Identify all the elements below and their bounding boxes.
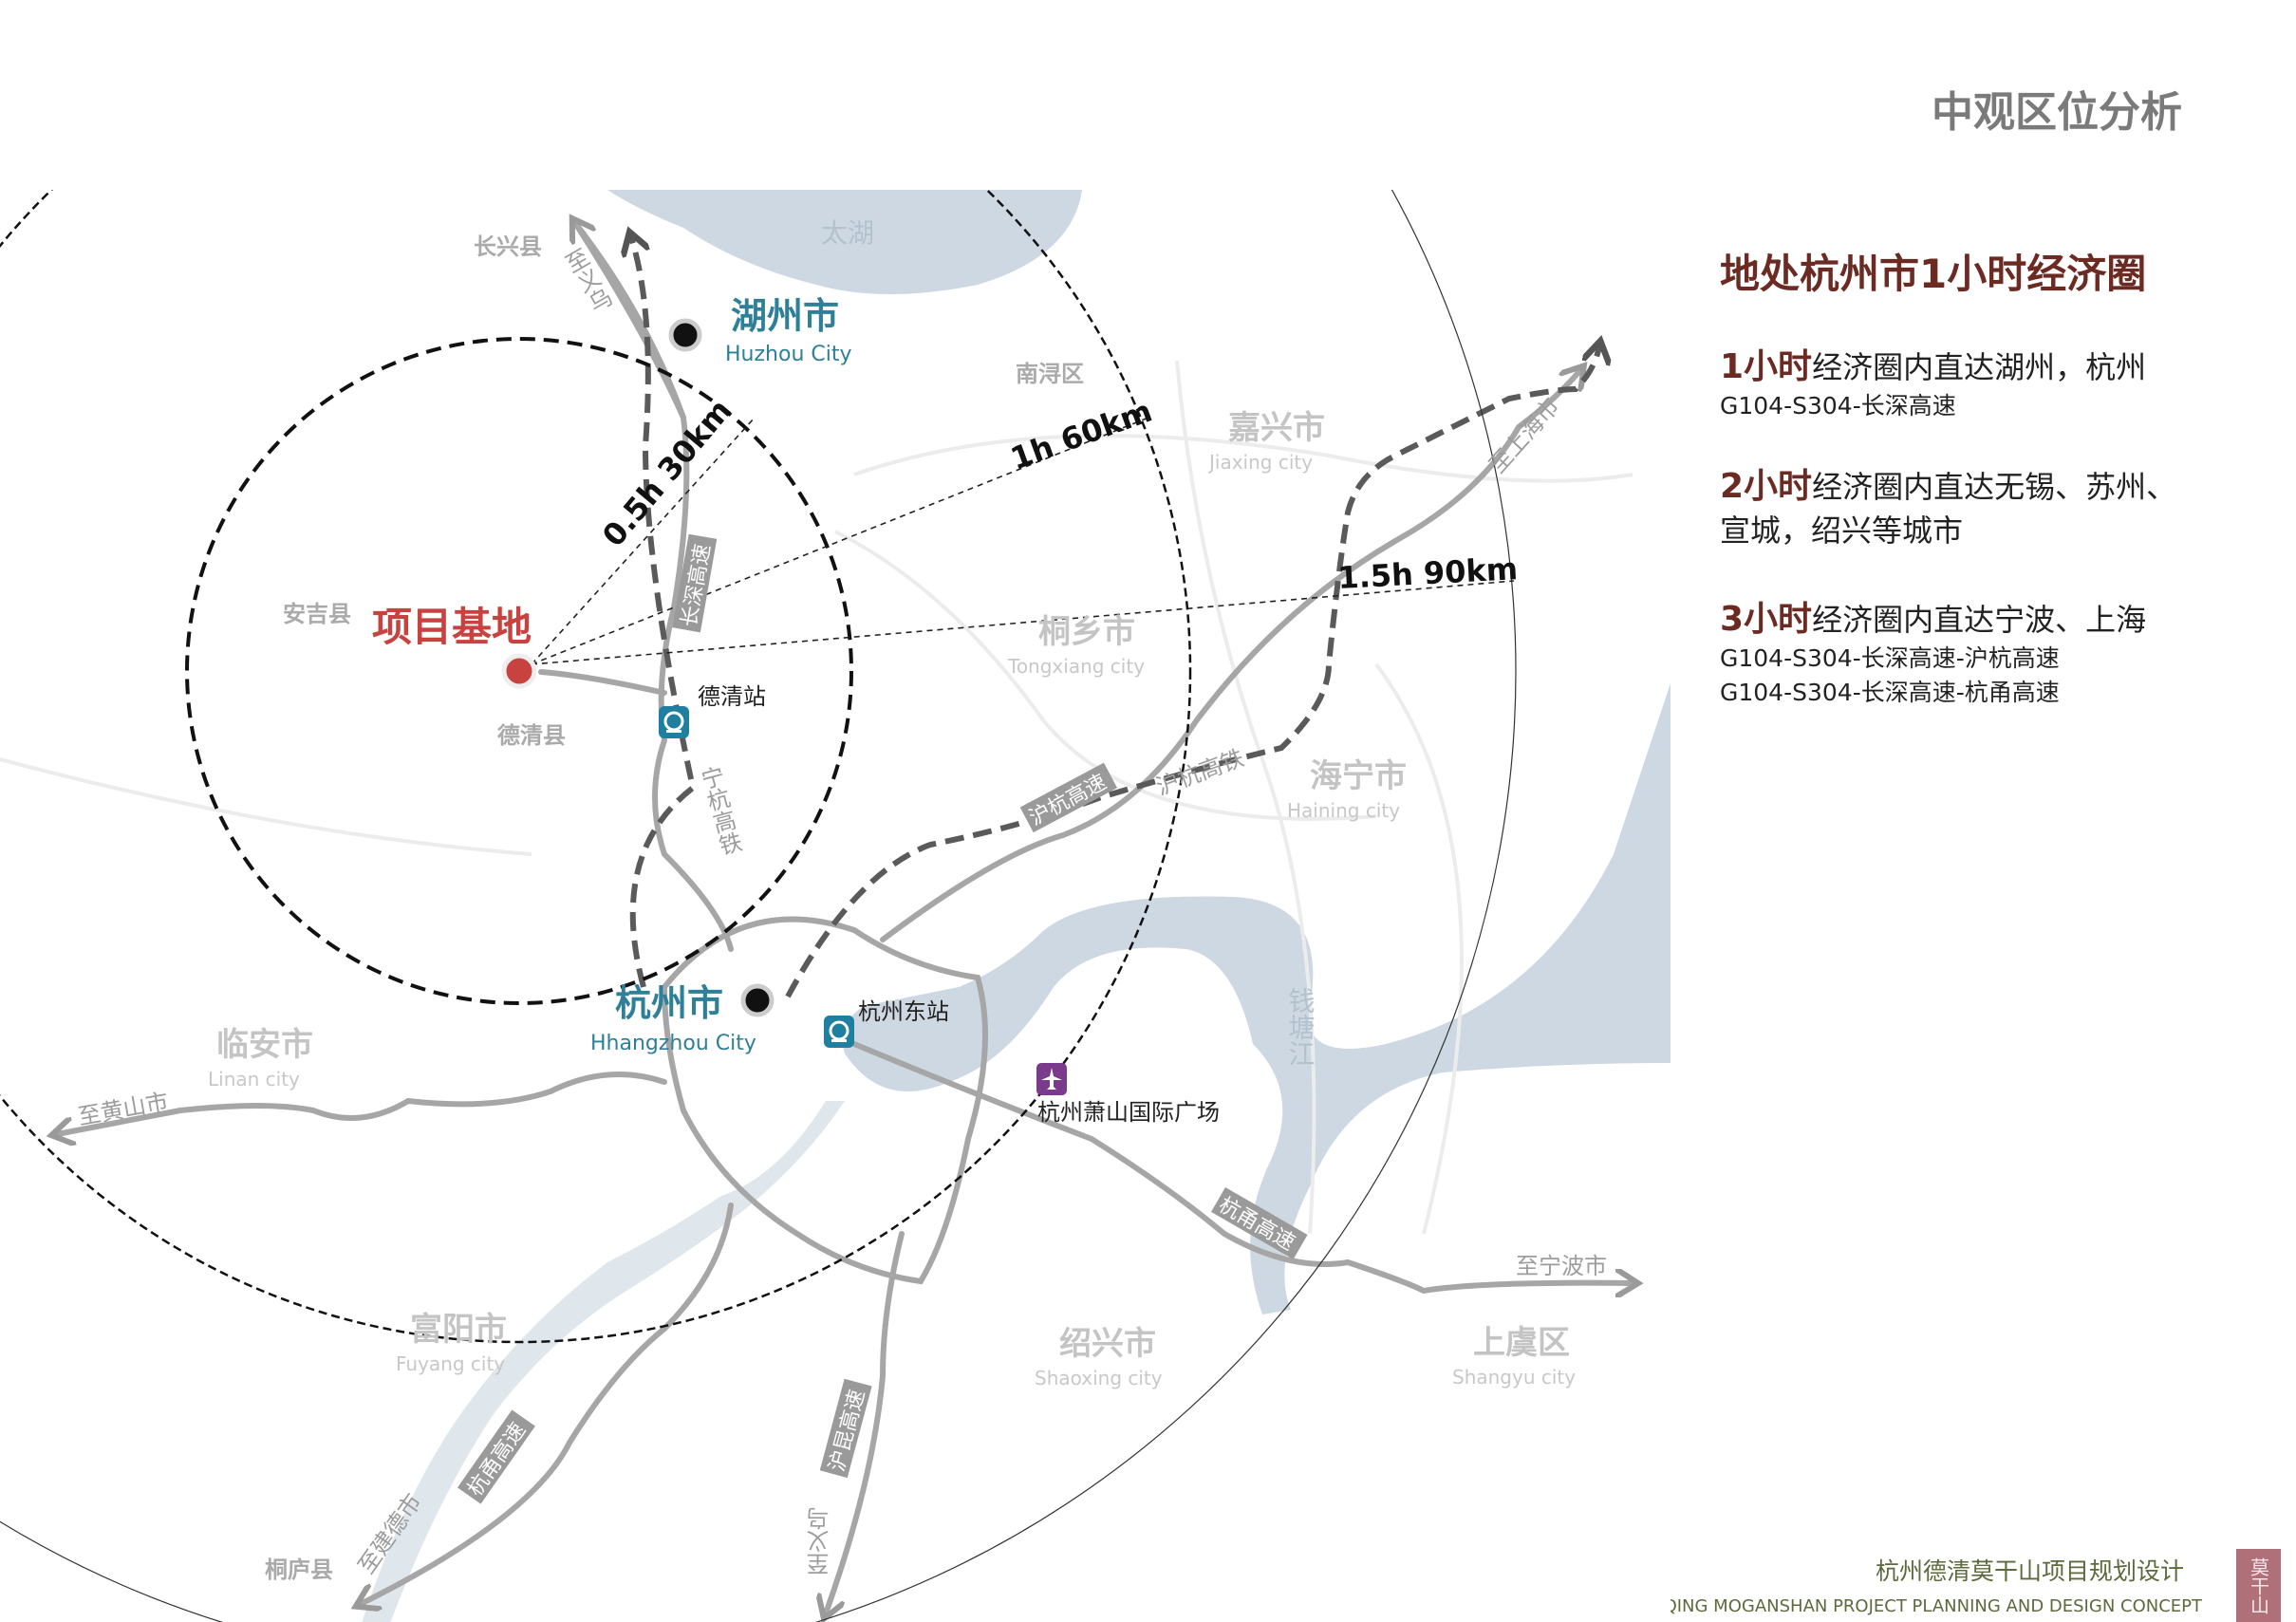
- page-title: 中观区位分析: [1932, 88, 2182, 137]
- footer-title-cn: 杭州德清莫干山项目规划设计: [1875, 1557, 2184, 1585]
- hukun-highway: [826, 1231, 905, 1613]
- ninghang-railway: [631, 237, 697, 988]
- panel-heading: 地处杭州市1小时经济圈: [1720, 251, 2147, 297]
- item-sub: G104-S304-长深高速: [1720, 392, 1956, 419]
- seal-logo: 莫干山: [2236, 1549, 2281, 1622]
- info-item-1h: 1小时经济圈内直达湖州，杭州 G104-S304-长深高速: [1720, 345, 2251, 423]
- item-highlight: 3小时: [1720, 600, 1813, 639]
- label-jiaxing-en: Jiaxing city: [1207, 451, 1313, 474]
- label-deqing-station: 德清站: [698, 683, 766, 710]
- minor-roads: [0, 360, 1633, 1235]
- ring-15h: [0, 190, 1517, 1622]
- label-fuyang: 富阳市: [410, 1311, 507, 1349]
- label-changxing: 长兴县: [474, 233, 542, 260]
- radius-line-1h: [531, 417, 1149, 665]
- railway-station-icon: [824, 1016, 854, 1048]
- info-item-3h: 3小时经济圈内直达宁波、上海 G104-S304-长深高速-沪杭高速 G104-…: [1720, 598, 2251, 710]
- fuchun-river: [362, 1101, 845, 1622]
- item-highlight: 2小时: [1720, 467, 1813, 506]
- huzhou-dot: [668, 318, 702, 352]
- item-sub: G104-S304-长深高速-沪杭高速: [1720, 644, 2060, 672]
- huhang-railway: [785, 346, 1599, 998]
- label-nanxun: 南浔区: [1016, 361, 1084, 387]
- footer-title-en: HANGZHOU DEQING MOGANSHAN PROJECT PLANNI…: [1671, 1596, 2202, 1616]
- footer-title-en-wrap: HANGZHOU DEQING MOGANSHAN PROJECT PLANNI…: [1671, 1589, 2202, 1622]
- label-jiaxing: 嘉兴市: [1228, 409, 1325, 447]
- label-taihu: 太湖: [821, 217, 874, 249]
- label-linan: 临安市: [216, 1026, 313, 1064]
- item-text-2: 宣城，绍兴等城市: [1720, 513, 1964, 549]
- qiantang-river: [842, 683, 1671, 1314]
- label-to-ningbo: 至宁波市: [1516, 1253, 1607, 1279]
- label-project-site: 项目基地: [372, 604, 532, 650]
- project-site-marker: [501, 653, 537, 689]
- item-text: 经济圈内直达宁波、上海: [1812, 602, 2147, 638]
- hangzhou-ring: [661, 916, 988, 1285]
- label-linan-en: Linan city: [208, 1068, 300, 1091]
- info-panel: 地处杭州市1小时经济圈 1小时经济圈内直达湖州，杭州 G104-S304-长深高…: [1720, 242, 2251, 752]
- taihu-lake: [607, 190, 1082, 294]
- hushang-highway: [880, 370, 1580, 942]
- hangyong-highway: [851, 1041, 1633, 1291]
- label-haining: 海宁市: [1310, 757, 1407, 795]
- project-link-road: [538, 669, 667, 696]
- label-tongxiang: 桐乡市: [1038, 613, 1135, 651]
- item-highlight: 1小时: [1720, 347, 1813, 386]
- label-deqing-county: 德清县: [497, 722, 566, 749]
- label-fuyang-en: Fuyang city: [396, 1352, 505, 1375]
- road-to-huangshan: [57, 1072, 667, 1134]
- label-anji: 安吉县: [283, 601, 351, 627]
- label-qiantang: 钱塘江: [1285, 987, 1316, 1067]
- airport-icon: [1036, 1063, 1067, 1095]
- label-shangyu-en: Shangyu city: [1452, 1366, 1576, 1389]
- railway-station-icon: [659, 706, 689, 738]
- hangzhou-dot: [740, 983, 775, 1017]
- ring-05h: [185, 337, 853, 1005]
- label-shangyu: 上虞区: [1473, 1324, 1570, 1362]
- label-shaoxing-en: Shaoxing city: [1035, 1367, 1163, 1389]
- label-to-yiwu-south: 至义乌: [807, 1507, 833, 1575]
- label-airport: 杭州萧山国际广场: [1037, 1099, 1220, 1126]
- ring-1h: [0, 190, 1192, 1344]
- label-hangzhou: 杭州市: [615, 982, 723, 1024]
- label-hangzhou-en: Hhangzhou City: [590, 1032, 756, 1055]
- radius-line-15h: [531, 580, 1515, 665]
- label-hangzhou-east-station: 杭州东站: [858, 998, 949, 1025]
- hangxin-highway: [361, 1203, 734, 1604]
- label-shaoxing: 绍兴市: [1059, 1325, 1156, 1363]
- changshen-highway: [572, 220, 734, 952]
- label-tonglu: 桐庐县: [265, 1557, 333, 1583]
- item-text: 经济圈内直达湖州，杭州: [1812, 349, 2147, 385]
- road-to-yiwu-north: [575, 223, 686, 420]
- radius-line-05h: [531, 417, 756, 665]
- info-item-2h: 2小时经济圈内直达无锡、苏州、 宣城，绍兴等城市: [1720, 465, 2251, 552]
- label-huzhou-en: Huzhou City: [725, 343, 852, 366]
- label-tongxiang-en: Tongxiang city: [1007, 655, 1145, 678]
- label-haining-en: Haining city: [1287, 799, 1400, 822]
- item-sub: G104-S304-长深高速-杭甬高速: [1720, 679, 2060, 706]
- label-huzhou: 湖州市: [731, 295, 839, 337]
- item-text: 经济圈内直达无锡、苏州、: [1812, 469, 2177, 505]
